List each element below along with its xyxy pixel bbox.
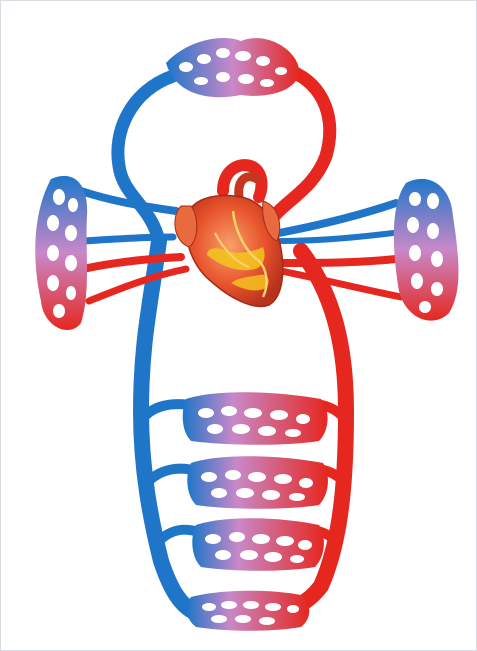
capillary-bed-trunk-2 — [187, 456, 328, 509]
artery-right-arm-lower — [281, 271, 401, 297]
capillary-bed-trunk-3 — [192, 518, 324, 571]
vein-right-arm-lower — [281, 233, 393, 241]
artery-head-right — [269, 71, 330, 223]
vein-left-arm-lower — [83, 237, 173, 241]
capillary-bed-head — [166, 38, 299, 97]
heart — [175, 165, 283, 306]
capillary-bed-left-arm — [35, 176, 87, 330]
left-atrium — [175, 206, 197, 247]
vein-head-left — [118, 76, 173, 241]
capillary-bed-trunk-4 — [187, 591, 309, 631]
artery-left-arm-lower — [89, 269, 186, 301]
capillary-bed-trunk-1 — [183, 392, 328, 445]
vein-right-arm-upper — [279, 203, 396, 233]
artery-left-arm-upper — [83, 257, 181, 269]
capillary-bed-right-arm — [394, 179, 459, 321]
artery-right-arm-upper — [281, 259, 396, 263]
